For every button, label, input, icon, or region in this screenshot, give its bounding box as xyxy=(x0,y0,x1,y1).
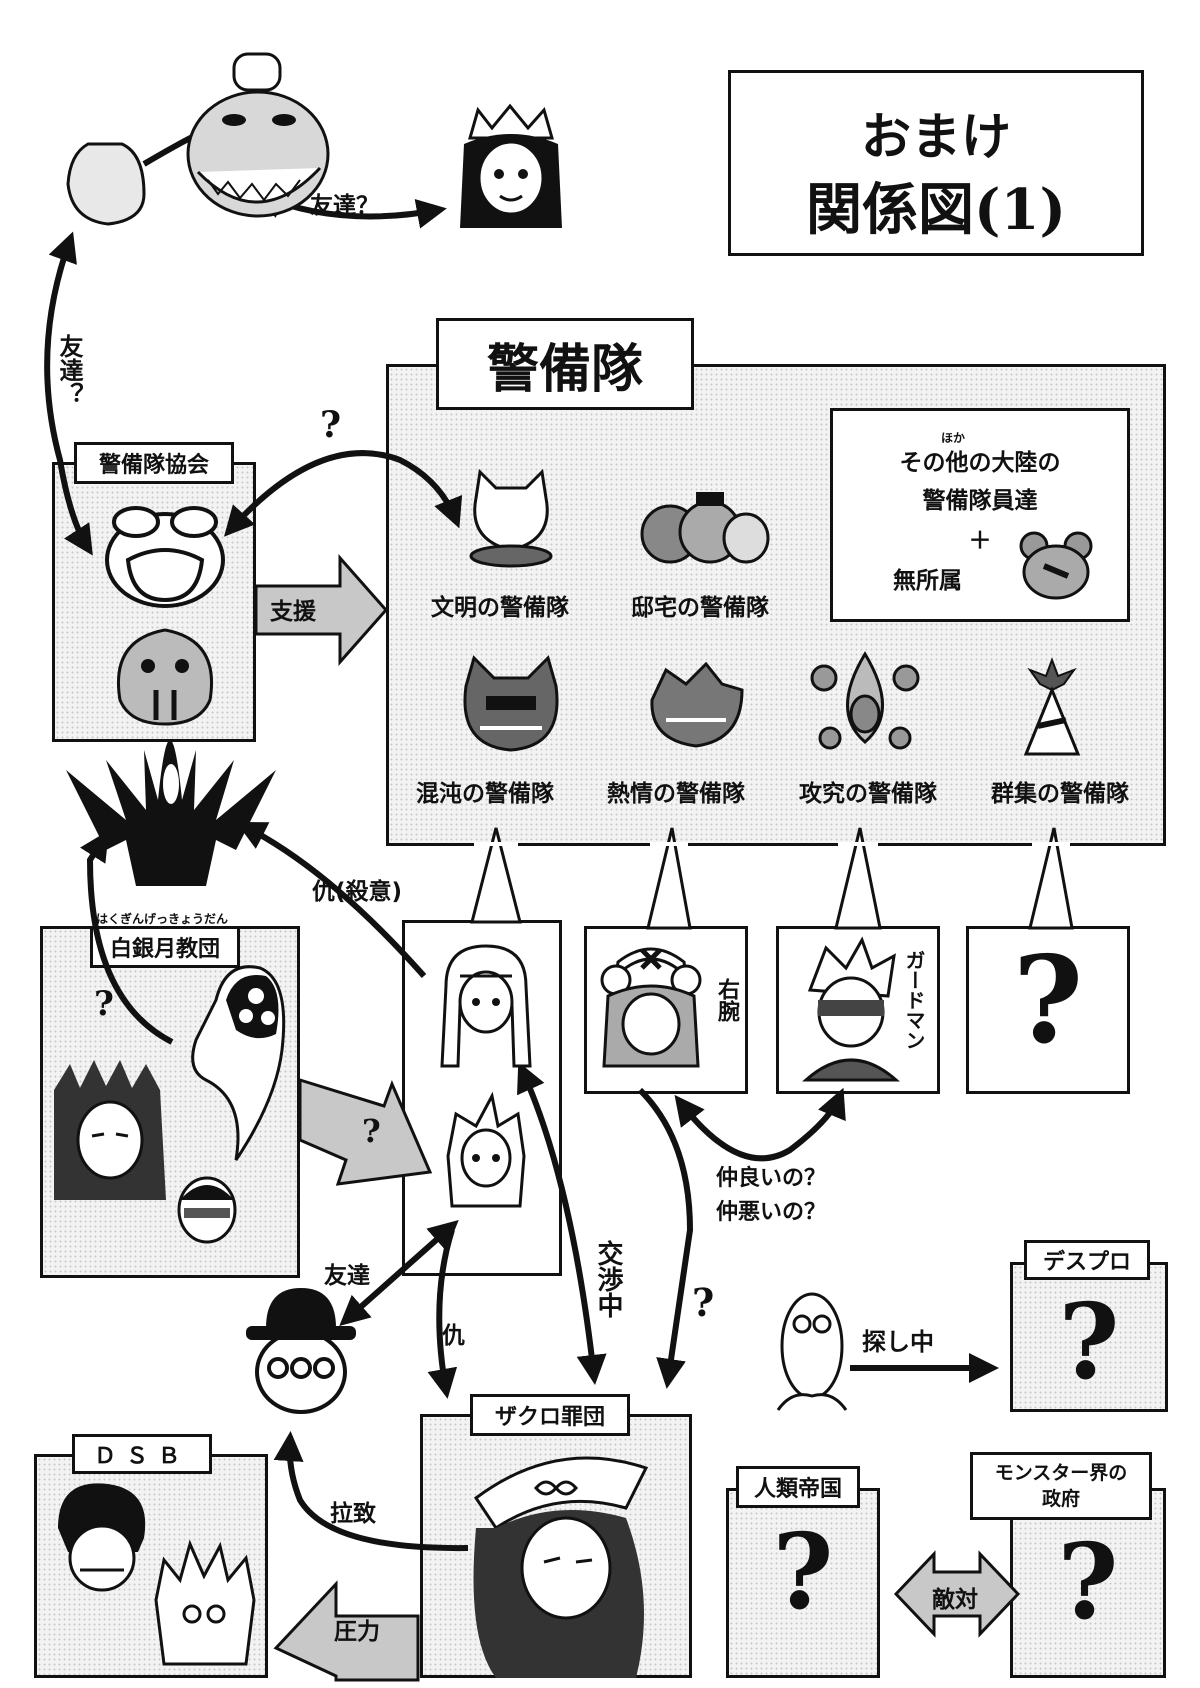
label-support: 支援 xyxy=(270,599,316,625)
monster-gov-label: モンスター界の 政府 xyxy=(970,1452,1152,1520)
bowler-hat-character xyxy=(246,1288,356,1414)
label-q-assoc: ? xyxy=(320,404,342,446)
mouse-mascot xyxy=(1019,531,1093,600)
title-box: おまけ 関係図(1) xyxy=(728,70,1144,256)
zakuro-leader-character xyxy=(473,1456,649,1678)
right-arm-label: 右腕 xyxy=(714,978,739,1022)
teapot-monster-character xyxy=(66,52,330,226)
long-haired-girl xyxy=(440,944,532,1068)
cult-label: 白銀月教団 xyxy=(90,926,240,968)
despro-mark: ? xyxy=(1058,1280,1120,1403)
teitaku-mascots xyxy=(640,492,770,564)
monster-gov-mark: ? xyxy=(1057,1520,1119,1643)
guardman-label: ガードマン xyxy=(902,950,926,1050)
dsb-pompadour-character xyxy=(58,1483,146,1592)
unit-gunshu: 群集の警備隊 xyxy=(991,781,1129,807)
member-box-unknown xyxy=(966,926,1130,1094)
label-q-zakuro: ? xyxy=(692,1280,715,1325)
zakuro-label: ザクロ罪団 xyxy=(470,1394,630,1436)
tail-girls xyxy=(470,827,522,924)
fat-arrow-cult xyxy=(298,1077,433,1186)
unit-bunmei: 文明の警備隊 xyxy=(431,595,569,621)
keibitai-header: 警備隊 xyxy=(436,318,694,410)
unit-teitaku: 邸宅の警備隊 xyxy=(631,595,769,621)
despro-label: デスプロ xyxy=(1024,1240,1150,1280)
arrow-good-bad xyxy=(674,1087,846,1162)
arrow-friend-q-side xyxy=(44,231,93,556)
kokyu-mascot xyxy=(810,651,920,750)
other-line3: 無所属 xyxy=(893,568,962,594)
ghost-cult-leader xyxy=(191,965,286,1161)
title-line2: 関係図(1) xyxy=(806,177,1066,243)
unit-netsujo: 熱情の警備隊 xyxy=(607,781,745,807)
arrow-zakuro-q xyxy=(637,1087,694,1389)
label-q-cult-arrow: ? xyxy=(362,1112,381,1150)
frog-character xyxy=(105,506,225,608)
human-empire-box xyxy=(726,1488,880,1678)
association-label: 警備隊協会 xyxy=(74,442,234,484)
walrus-character xyxy=(117,628,213,726)
label-hostile: 敵対 xyxy=(932,1587,978,1613)
arrow-negotiating xyxy=(517,1061,607,1385)
monster-gov-line2: 政府 xyxy=(1041,1488,1080,1510)
gunshu-mascot xyxy=(1023,657,1081,756)
masked-cult-member xyxy=(177,1176,237,1244)
other-continents-box: ほか その他の大陸の 警備隊員達 ＋ 無所属 xyxy=(830,408,1130,622)
spiky-haired-cult-member xyxy=(54,1060,166,1200)
bunmei-mascot xyxy=(469,468,553,568)
title-line1: おまけ xyxy=(861,107,1011,166)
other-plus: ＋ xyxy=(968,528,992,554)
dsb-spiky-white-character xyxy=(154,1539,256,1666)
tail-rightarm xyxy=(646,827,692,930)
tail-guardman xyxy=(834,827,882,930)
arrow-assoc-q xyxy=(223,450,463,537)
konton-mascot xyxy=(463,655,559,752)
fat-arrow-hostile xyxy=(893,1550,1021,1638)
cult-ruby: はくぎんげっきょうだん xyxy=(96,912,229,926)
fat-arrow-pressure xyxy=(273,1580,420,1682)
crowned-girl-character xyxy=(460,103,562,228)
monster-gov-line1: モンスター界の xyxy=(994,1462,1128,1484)
arrow-revenge xyxy=(427,1229,458,1399)
human-empire-mark: ? xyxy=(772,1510,834,1633)
label-friend-q-top: 友達？ xyxy=(310,193,379,219)
unit-kokyu: 攻究の警備隊 xyxy=(799,781,937,807)
fat-arrow-support xyxy=(254,554,389,666)
human-empire-label: 人類帝国 xyxy=(736,1466,860,1508)
other-line1: その他の大陸の xyxy=(899,450,1061,476)
other-ruby: ほか xyxy=(941,431,966,445)
arrow-revenge-kill xyxy=(235,821,427,978)
guardman-character xyxy=(802,936,900,1082)
winged-dark-figure xyxy=(66,740,276,886)
label-pressure: 圧力 xyxy=(334,1619,380,1645)
arrow-cult-q xyxy=(80,830,174,1045)
netsujo-mascot xyxy=(650,661,744,748)
label-friend: 友達 xyxy=(324,1263,370,1289)
label-revenge: 仇 xyxy=(442,1323,465,1349)
label-revenge-kill: 仇(殺意) xyxy=(312,879,403,905)
other-line2: 警備隊員達 xyxy=(922,488,1038,514)
label-good-or-bad-1: 仲良いの？ xyxy=(716,1166,827,1191)
label-negotiating: 交渉中 xyxy=(593,1240,623,1318)
arrow-friend xyxy=(339,1220,459,1326)
unknown-member-mark: ? xyxy=(1012,930,1084,1071)
tail-unknown xyxy=(1028,827,1074,930)
dsb-label: ＤＳＢ xyxy=(72,1434,212,1474)
squid-searcher-character xyxy=(776,1292,848,1411)
unit-konton: 混沌の警備隊 xyxy=(416,781,554,807)
label-searching: 探し中 xyxy=(862,1328,934,1356)
label-q-cult-left: ? xyxy=(94,984,114,1024)
arrow-abduction xyxy=(273,1431,469,1552)
label-abduction: 拉致 xyxy=(330,1501,376,1527)
right-arm-character xyxy=(600,947,702,1068)
label-friend-q-side: 友達？ xyxy=(55,334,83,406)
label-good-or-bad-2: 仲悪いの？ xyxy=(716,1200,827,1225)
white-haired-girl xyxy=(446,1091,526,1208)
